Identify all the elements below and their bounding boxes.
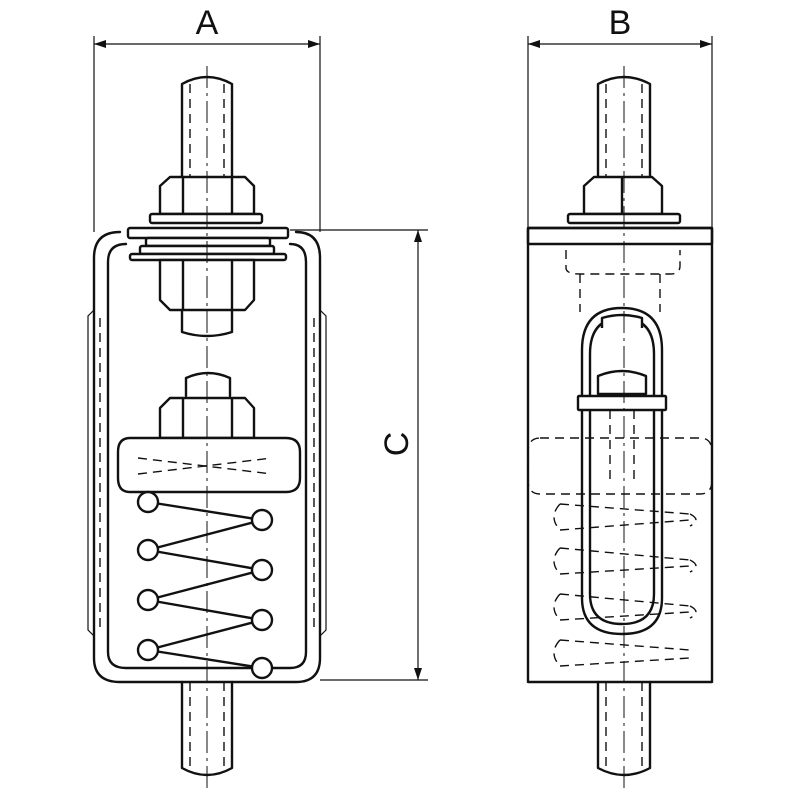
side-hidden-cap bbox=[527, 437, 713, 495]
front-rod-end bbox=[180, 308, 234, 338]
front-inner-rod bbox=[184, 371, 232, 398]
front-housing bbox=[87, 230, 327, 684]
dimension-b: B bbox=[527, 4, 713, 228]
side-top-hex-nut bbox=[582, 175, 664, 216]
dimension-a-label: A bbox=[196, 4, 219, 42]
front-spring-hidden bbox=[137, 457, 273, 475]
dimension-c: C bbox=[290, 229, 428, 681]
front-bottom-rod bbox=[180, 680, 234, 777]
dimension-a: A bbox=[93, 4, 321, 232]
front-spring-cap bbox=[116, 436, 302, 494]
side-view bbox=[526, 66, 714, 792]
side-hidden-nut bbox=[565, 250, 681, 312]
front-top-plate bbox=[126, 212, 290, 262]
dimension-b-label: B bbox=[609, 4, 632, 42]
dimension-c-label: C bbox=[378, 432, 416, 457]
front-view bbox=[87, 66, 327, 792]
side-slot bbox=[576, 306, 668, 636]
front-coil-spring bbox=[136, 490, 274, 680]
side-hidden-coils bbox=[553, 503, 697, 667]
side-bottom-rod bbox=[596, 680, 652, 777]
